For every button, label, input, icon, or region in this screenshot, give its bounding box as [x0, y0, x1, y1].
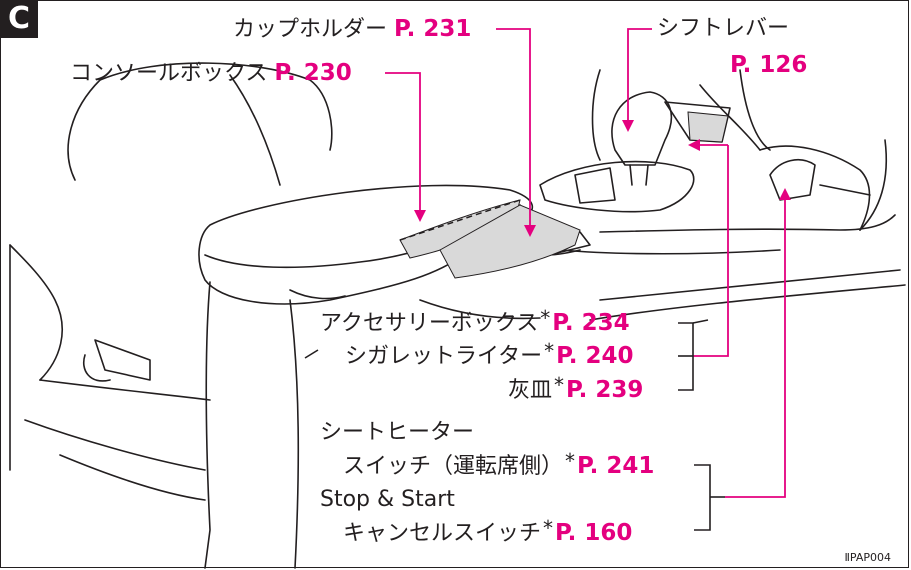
seat-heater-label: スイッチ（運転席側）*P. 241 — [343, 449, 655, 479]
leader-accessory — [693, 145, 729, 357]
seat-rail — [94, 339, 151, 381]
section-badge: C — [0, 0, 38, 38]
seat-back-outline — [99, 62, 333, 151]
arrowhead-stop-start — [779, 188, 791, 200]
leader-stop-start — [725, 192, 786, 498]
arrowhead-cup — [524, 225, 536, 237]
accessory-box-label: アクセサリーボックス*P. 234 — [320, 306, 630, 336]
shift-gate — [539, 160, 695, 213]
seat-heater-title: シートヒーター — [320, 420, 475, 445]
leader-cup-holder — [496, 28, 531, 225]
cigarette-lighter-ref[interactable]: P. 240 — [556, 343, 634, 369]
seat-heater-ref[interactable]: P. 241 — [577, 453, 655, 479]
ashtray-label: 灰皿*P. 239 — [508, 373, 644, 403]
seat-cushion — [9, 244, 63, 381]
seat-back-side — [67, 79, 101, 181]
arrowhead-shift — [622, 120, 634, 132]
cup-holder-label: カップホルダー P. 231 — [233, 16, 472, 42]
accessory-box-highlight — [687, 111, 729, 143]
cup-holder-highlight — [439, 204, 581, 279]
arrowhead-console — [414, 210, 426, 222]
shift-lever-label: シフトレバー — [657, 16, 790, 41]
cigarette-lighter-label: シガレットライター*P. 240 — [345, 339, 634, 369]
figure-code: ⅡPAP004 — [844, 551, 892, 564]
leader-console-box — [385, 72, 421, 210]
armrest-lid — [198, 184, 534, 305]
console-box-ref[interactable]: P. 230 — [274, 60, 352, 86]
console-side — [204, 281, 211, 569]
stop-start-label: キャンセルスイッチ*P. 160 — [343, 516, 633, 546]
shift-lever-ref[interactable]: P. 126 — [730, 52, 808, 78]
console-box-label: コンソールボックス P. 230 — [70, 60, 352, 86]
stop-start-title: Stop & Start — [320, 487, 455, 512]
cup-holder-ref[interactable]: P. 231 — [394, 16, 472, 42]
leader-shift-lever — [627, 28, 652, 120]
ashtray-ref[interactable]: P. 239 — [566, 377, 644, 403]
stop-start-ref[interactable]: P. 160 — [555, 520, 633, 546]
shift-lever-ref-line: P. 126 — [730, 52, 807, 79]
shift-knob — [611, 91, 673, 166]
accessory-box-ref[interactable]: P. 234 — [552, 310, 630, 336]
arrowhead-accessory — [688, 139, 700, 151]
